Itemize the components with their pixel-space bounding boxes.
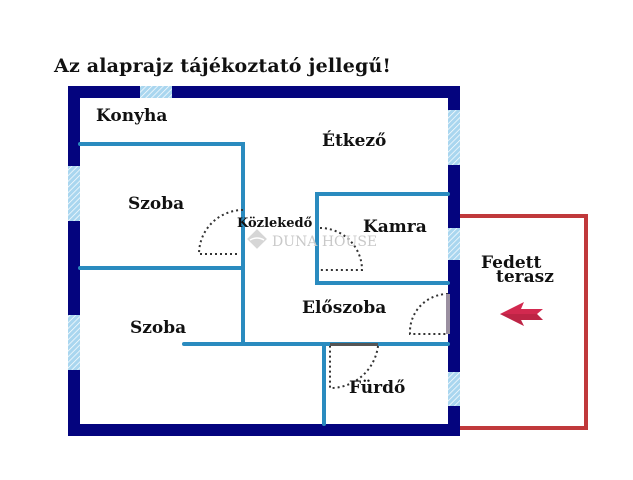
window-left-upper bbox=[68, 166, 80, 221]
room-label-etkezo: Étkező bbox=[322, 130, 386, 151]
door-szoba1 bbox=[197, 209, 244, 255]
door-swings bbox=[197, 209, 449, 390]
disclaimer-title: Az alaprajz tájékoztató jellegű! bbox=[54, 55, 392, 77]
room-label-furdo: Fürdő bbox=[349, 378, 405, 398]
windows bbox=[68, 86, 460, 406]
window-right-top bbox=[448, 110, 460, 165]
door-furdo bbox=[329, 345, 379, 390]
arrow-left-icon bbox=[500, 302, 543, 326]
window-top bbox=[140, 86, 172, 98]
room-label-eloszoba: Előszoba bbox=[302, 298, 386, 318]
window-right-mid bbox=[448, 228, 460, 260]
door-leaves bbox=[330, 294, 450, 346]
duna-house-logo-icon bbox=[247, 229, 267, 249]
door-kamra bbox=[319, 227, 364, 271]
room-label-kamra: Kamra bbox=[363, 217, 427, 237]
room-label-konyha: Konyha bbox=[96, 106, 167, 126]
window-right-low bbox=[448, 372, 460, 406]
watermark-text: DUNA HOUSE bbox=[272, 234, 377, 250]
room-label-szoba-2: Szoba bbox=[130, 318, 186, 338]
room-label-terasz-line1: Fedett bbox=[481, 253, 542, 273]
room-label-kozlekedo: Közlekedő bbox=[237, 216, 313, 231]
room-label-terasz-line2: terasz bbox=[496, 267, 554, 287]
door-entrance bbox=[408, 292, 449, 335]
inner-walls bbox=[78, 142, 450, 426]
window-left-lower bbox=[68, 315, 80, 370]
room-label-szoba-1: Szoba bbox=[128, 194, 184, 214]
